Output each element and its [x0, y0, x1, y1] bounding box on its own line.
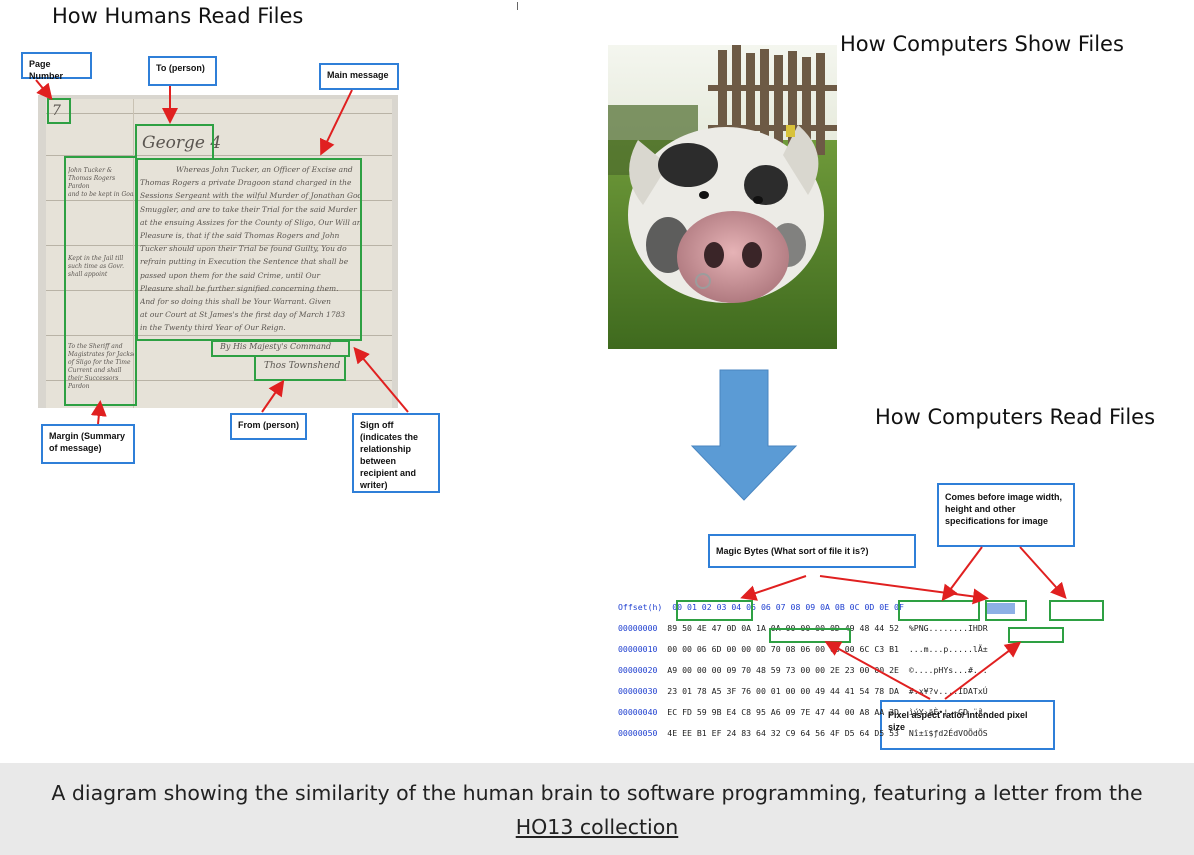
caption-bar: A diagram showing the similarity of the … [0, 763, 1194, 855]
body-line: at our Court at St James's the first day… [140, 310, 346, 320]
arrow-main-message [320, 89, 353, 156]
margin-line: Current and shall [68, 367, 122, 374]
body-line: Sessions Sergeant with the wilful Murder… [140, 191, 360, 201]
hex-ascii: ...m...p.....lÃ± [908, 643, 988, 654]
hex-bytes: A9 00 00 00 09 70 48 59 73 00 00 2E 23 0… [667, 664, 899, 675]
hex-bytes: 00 00 06 6D 00 00 0D 70 08 06 00 00 00 6… [667, 643, 899, 654]
caption: A diagram showing the similarity of the … [20, 776, 1174, 844]
body-line: Tucker should upon their Trial be found … [140, 244, 347, 254]
body-line: in the Twenty third Year of Our Reign. [140, 323, 286, 333]
caption-link[interactable]: HO13 collection [515, 815, 679, 839]
arrow-pixel-hex [824, 641, 931, 700]
pig-photo [608, 45, 837, 349]
margin-line: Pardon [68, 383, 90, 390]
title-computers-show: How Computers Show Files [840, 32, 1124, 56]
hex-row: 00000010 00 00 06 6D 00 00 0D 70 08 06 0… [618, 644, 988, 655]
highlight-png-ascii [985, 600, 1027, 621]
body-line: And for so doing this shall be Your Warr… [140, 297, 331, 307]
label-to-person: To (person) [148, 56, 217, 86]
margin-line: Thomas Rogers [68, 175, 116, 182]
letter-margin-notes: John Tucker & Thomas Rogers Pardon and t… [68, 167, 134, 199]
letter-margin-notes-3: To the Sheriff and Magistrates for Jacks… [68, 343, 134, 391]
letter-signature: Thos Townshend [264, 361, 341, 371]
highlight-phys-bytes [769, 628, 851, 643]
letter-body: Whereas John Tucker, an Officer of Excis… [140, 163, 360, 335]
selection-highlight [987, 603, 1015, 614]
margin-line: To the Sheriff and [68, 343, 123, 350]
margin-line: shall appoint [68, 271, 108, 278]
label-magic-bytes: Magic Bytes (What sort of file it is?) [708, 534, 916, 568]
down-arrow-icon [690, 368, 798, 502]
highlight-magic-bytes [676, 600, 753, 621]
hex-bytes: 89 50 4E 47 0D 0A 1A 0A 00 00 00 0D 49 4… [667, 622, 899, 633]
letter-addressee: George 4 [142, 133, 222, 153]
margin-line: Magistrates for Jackson [68, 351, 134, 358]
title-humans-read: How Humans Read Files [52, 4, 304, 28]
label-sign-off: Sign off (indicates the relationship bet… [352, 413, 440, 493]
caption-text: A diagram showing the similarity of the … [51, 781, 1143, 805]
arrow-magic-hex [740, 575, 807, 601]
label-from-person: From (person) [230, 413, 307, 440]
hex-ascii: Nî±ï$ƒd2ÉdVOÕdÕS [908, 727, 988, 738]
arrow-page-number [35, 79, 53, 101]
hex-offset: 00000020 [618, 664, 658, 675]
highlight-ihdr-length [898, 600, 980, 621]
hex-offset: 00000010 [618, 643, 658, 654]
margin-line: John Tucker & [68, 167, 113, 174]
hex-ascii: %PNG........IHDR [908, 622, 988, 633]
label-margin: Margin (Summary of message) [41, 424, 135, 464]
arrow-comes-before-hex [941, 546, 983, 602]
hex-ascii: #.x¥?v....IDATxÚ [908, 685, 988, 696]
hex-ascii: ©....pHYs...#... [908, 664, 988, 675]
hex-ascii: ìýY›äÈ•¦.~GD.¨ª- [908, 706, 988, 717]
hex-row: 00000020 A9 00 00 00 09 70 48 59 73 00 0… [618, 665, 988, 676]
hex-row: 00000030 23 01 78 A5 3F 76 00 01 00 00 4… [618, 686, 988, 697]
body-line: passed upon them for the said Crime, unt… [140, 270, 321, 280]
body-line: Smuggler, and are to take their Trial fo… [140, 204, 357, 214]
label-main-message: Main message [319, 63, 399, 90]
annotation-arrows [35, 79, 1067, 700]
hex-bytes: EC FD 59 9B E4 C8 95 A6 09 7E 47 44 00 A… [667, 706, 899, 717]
body-line: Thomas Rogers a private Dragoon stand ch… [140, 178, 352, 188]
hex-row: 00000050 4E EE B1 EF 24 83 64 32 C9 64 5… [618, 728, 988, 739]
label-page-number: Page Number [21, 52, 92, 81]
arrow-pixel-ascii [944, 641, 1022, 700]
hex-bytes: 23 01 78 A5 3F 76 00 01 00 00 49 44 41 5… [667, 685, 899, 696]
highlight-from [254, 355, 346, 381]
divider-tick [517, 2, 518, 10]
title-computers-read: How Computers Read Files [875, 405, 1156, 429]
body-line: Pleasure is, that if the said Thomas Rog… [140, 231, 340, 241]
hex-offset: 00000050 [618, 727, 658, 738]
arrow-magic-ascii [819, 575, 989, 605]
margin-line: their Successors [68, 375, 119, 382]
letter-sign-off: By His Majesty's Command [220, 342, 332, 351]
hex-bytes: 4E EE B1 EF 24 83 64 32 C9 64 56 4F D5 6… [667, 727, 899, 738]
highlight-ihdr-ascii [1049, 600, 1104, 621]
label-pixel-aspect: Pixel aspect ratio/ intended pixel size [880, 700, 1055, 750]
margin-line: Kept in the Jail till [68, 255, 124, 262]
margin-line: and to be kept in Goal [68, 191, 134, 198]
arrow-from-person [261, 379, 285, 413]
body-line: refrain putting in Execution the Sentenc… [140, 257, 349, 267]
body-line: at the ensuing Assizes for the County of… [140, 217, 360, 227]
hex-offset: 00000040 [618, 706, 658, 717]
highlight-phys-ascii [1008, 627, 1064, 643]
arrow-comes-before-ascii [1019, 546, 1067, 599]
pig-photo-graphic [608, 45, 837, 349]
margin-line: of Sligo for the Time [68, 359, 131, 366]
letter-page-number: 7 [52, 103, 61, 119]
highlight-page-number [47, 98, 71, 124]
margin-line: such time as Govr. [68, 263, 125, 270]
body-line: Whereas John Tucker, an Officer of Excis… [176, 165, 353, 174]
hex-row: 00000000 89 50 4E 47 0D 0A 1A 0A 00 00 0… [618, 623, 988, 634]
hex-offset: 00000000 [618, 622, 658, 633]
margin-line: Pardon [68, 183, 90, 190]
label-comes-before: Comes before image width, height and oth… [937, 483, 1075, 547]
letter-margin-notes-2: Kept in the Jail till such time as Govr.… [68, 255, 134, 279]
hex-offset: 00000030 [618, 685, 658, 696]
arrow-sign-off [353, 346, 409, 413]
body-line: Pleasure shall be further signified conc… [140, 283, 339, 293]
hex-row: 00000040 EC FD 59 9B E4 C8 95 A6 09 7E 4… [618, 707, 988, 718]
arrow-margin [90, 400, 107, 425]
